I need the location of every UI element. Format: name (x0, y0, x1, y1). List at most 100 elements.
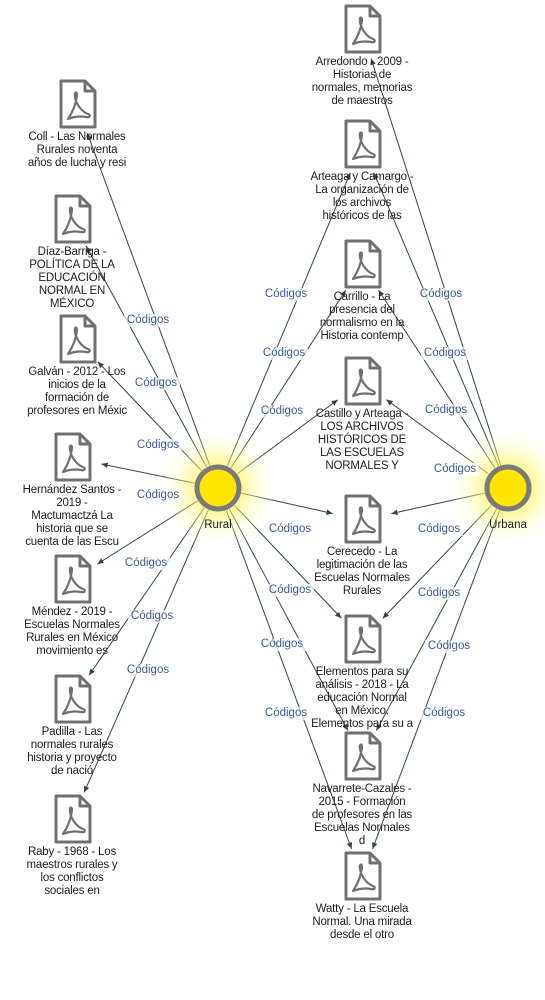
edge-urbana-navarrete[interactable] (375, 508, 497, 731)
document-label-line: Galván - 2012 - Los (28, 366, 126, 378)
edge-label-codigos: Códigos (423, 707, 465, 719)
edge-rural-navarrete[interactable] (228, 508, 349, 731)
document-label-line: de profesores en las (311, 809, 413, 821)
document-label-line: LOS ARCHIVOS (320, 421, 404, 433)
document-label-line: Cerecedo - La (326, 546, 398, 558)
document-label-line: formación de (44, 392, 110, 404)
document-label-line: EDUCACIÓN (38, 272, 106, 284)
pdf-icon (344, 356, 382, 406)
edge-labels-layer: CódigosCódigosCódigosCódigosCódigosCódig… (122, 288, 479, 720)
edge-urbana-arteaga[interactable] (373, 172, 500, 467)
edge-label-bg (417, 288, 465, 301)
edge-label-bg (422, 404, 470, 417)
document-label-line: Historia contemp (320, 330, 404, 342)
edge-rural-diaz[interactable] (85, 246, 207, 468)
document-label-line: educación Normal (317, 692, 407, 704)
hub-node-urbana[interactable] (484, 464, 532, 512)
edge-label-codigos: Códigos (418, 587, 460, 599)
document-label-line: Escuelas Normales (314, 572, 410, 584)
edge-label-bg (134, 489, 182, 502)
edge-rural-raby[interactable] (83, 509, 209, 793)
edge-urbana-arredondo[interactable] (370, 58, 502, 466)
document-label-line: Escuelas Normales (24, 619, 120, 631)
document-label-line: Arredondo - 2009 - (315, 56, 409, 68)
edge-label-bg (266, 584, 314, 597)
edge-label-bg (128, 610, 176, 623)
edge-label-codigos: Códigos (269, 523, 311, 535)
document-label-line: LAS ESCUELAS (320, 447, 404, 459)
document-label-line: Díaz-Barriga - (37, 246, 107, 258)
pdf-icon (54, 194, 92, 244)
edge-label-codigos: Códigos (137, 489, 179, 501)
document-label-line: históricos de las (322, 210, 402, 222)
edge-label-bg (415, 587, 463, 600)
edge-rural-watty[interactable] (225, 510, 353, 850)
edge-label-codigos: Códigos (428, 640, 470, 652)
edge-label-codigos: Códigos (269, 584, 311, 596)
edge-label-codigos: Códigos (261, 638, 303, 650)
document-label-line: desde el otro (330, 929, 394, 941)
document-label-line: NORMALES Y (325, 460, 399, 472)
document-label-line: Navarrete-Cazales - (312, 783, 412, 795)
document-label-line: 2019 - (56, 497, 88, 509)
edge-label-bg (122, 557, 170, 570)
edge-label-bg (421, 347, 469, 360)
pdf-icon (344, 494, 382, 544)
edge-rural-coll[interactable] (86, 132, 211, 466)
document-label-line: Elementos para su (315, 666, 409, 678)
edge-label-bg (260, 347, 308, 360)
edge-label-codigos: Códigos (434, 463, 476, 475)
document-label-line: historia y proyecto (27, 752, 117, 764)
pdf-icon (344, 851, 382, 901)
document-label-line: Rurales noventa (36, 144, 118, 156)
edge-label-codigos: Códigos (263, 347, 305, 359)
document-label-line: NORMAL EN (38, 285, 106, 297)
document-label-line: Rurales en México (26, 632, 118, 644)
edge-label-codigos: Códigos (127, 314, 169, 326)
edge-urbana-watty[interactable] (372, 510, 501, 850)
document-label-line: cuenta de las Escu (25, 536, 119, 548)
pdf-icon (59, 314, 97, 364)
edge-label-codigos: Códigos (424, 347, 466, 359)
document-label-line: MÉXICO (49, 298, 95, 310)
edge-label-bg (415, 523, 463, 536)
edge-label-bg (258, 405, 306, 418)
document-label-line: en México. (335, 705, 389, 717)
edge-label-bg (262, 288, 310, 301)
document-label-line: Mactumactzá La (31, 510, 113, 522)
document-label-line: POLÍTICA DE LA (29, 259, 115, 271)
document-label-line: d (358, 835, 366, 847)
edge-label-codigos: Códigos (420, 288, 462, 300)
document-label-line: Raby - 1968 - Los (27, 846, 116, 858)
document-label-line: Rurales (342, 585, 382, 597)
edge-rural-arteaga[interactable] (226, 172, 351, 467)
document-label-line: los archivos (332, 197, 392, 209)
hub-node-rural[interactable] (194, 464, 242, 512)
